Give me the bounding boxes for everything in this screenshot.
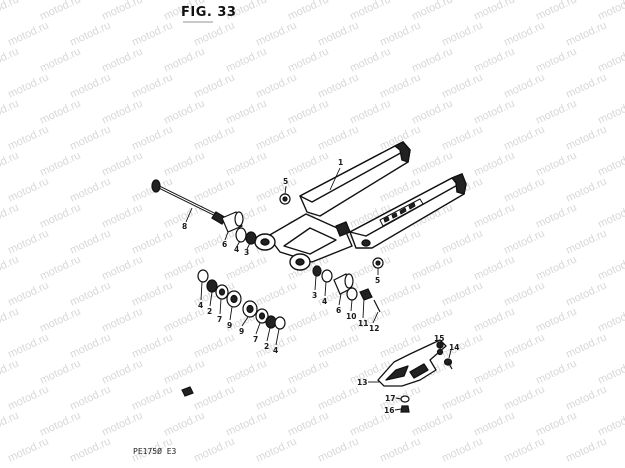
washer-17 bbox=[400, 395, 410, 403]
callout-15: 15 bbox=[434, 334, 444, 343]
collar-3-upper bbox=[245, 231, 257, 245]
swingarm-brace-inner bbox=[283, 227, 337, 255]
cap-5-upper bbox=[279, 193, 291, 205]
swingarm-pivot-left-bore bbox=[260, 238, 270, 246]
bolt-14 bbox=[443, 358, 453, 370]
washer-4-b bbox=[274, 316, 286, 330]
upper-bushing-set bbox=[221, 211, 257, 245]
callout-8: 8 bbox=[182, 222, 187, 231]
right-bushing-set bbox=[312, 265, 381, 313]
callout-9-a: 9 bbox=[227, 321, 232, 330]
pivot-shaft bbox=[151, 179, 227, 225]
callout-9-b: 9 bbox=[239, 327, 244, 336]
callout-1: 1 bbox=[338, 158, 343, 167]
chain-guard-13 bbox=[377, 339, 447, 387]
cotter-pin-12 bbox=[373, 299, 381, 313]
washer-10 bbox=[346, 287, 358, 301]
swingarm-upper-arm-end bbox=[394, 141, 411, 163]
callout-17: 17 bbox=[385, 394, 395, 403]
washer-4-upper bbox=[235, 227, 247, 243]
callout-14: 14 bbox=[449, 343, 459, 352]
document-code: PE175Ø E3 bbox=[133, 447, 177, 456]
callout-6-upper: 6 bbox=[222, 240, 227, 249]
callout-2-a: 2 bbox=[207, 307, 212, 316]
spacer-2-a bbox=[206, 279, 218, 293]
callout-2-b: 2 bbox=[264, 342, 269, 351]
figure-title: FIG. 33 bbox=[181, 5, 237, 20]
callout-3-right: 3 bbox=[312, 291, 317, 300]
bolt-16 bbox=[400, 405, 410, 413]
swingarm-shock-mount bbox=[335, 221, 351, 237]
washer-4-a bbox=[197, 269, 209, 283]
callout-6-right: 6 bbox=[336, 306, 341, 315]
figure-title-underline bbox=[183, 21, 213, 23]
swingarm-decal bbox=[379, 198, 424, 227]
callout-7-a: 7 bbox=[217, 315, 222, 324]
callout-4-right: 4 bbox=[322, 297, 327, 306]
bolt-15 bbox=[436, 348, 444, 356]
callout-13: 13 bbox=[357, 378, 367, 387]
callout-7-b: 7 bbox=[253, 335, 258, 344]
swingarm-pivot-right-bore bbox=[295, 258, 305, 266]
callout-4-b: 4 bbox=[273, 346, 278, 355]
callout-16: 16 bbox=[384, 406, 394, 415]
swingarm bbox=[254, 141, 467, 271]
clip-part bbox=[181, 386, 194, 397]
cap-5-lower bbox=[372, 257, 384, 269]
callout-3-upper: 3 bbox=[244, 248, 249, 257]
callout-5-upper: 5 bbox=[283, 177, 288, 186]
callout-labels: 1 5 8 6 4 3 5 3 4 6 10 11 12 4 2 7 9 9 7… bbox=[182, 158, 459, 415]
callout-11: 11 bbox=[358, 319, 368, 328]
callout-4-upper: 4 bbox=[234, 245, 239, 254]
leader-lines bbox=[185, 167, 452, 411]
collar-3-right bbox=[312, 265, 322, 277]
callout-4-a: 4 bbox=[198, 301, 203, 310]
lower-bearing-set bbox=[197, 269, 286, 330]
callout-10: 10 bbox=[346, 312, 356, 321]
washer-4-right bbox=[321, 269, 333, 283]
callout-5-lower: 5 bbox=[375, 276, 380, 285]
swingarm-mount-bolt bbox=[361, 239, 371, 247]
callout-12: 12 bbox=[369, 324, 379, 333]
nut-11 bbox=[359, 288, 373, 301]
swingarm-lower-arm-end bbox=[451, 173, 467, 195]
